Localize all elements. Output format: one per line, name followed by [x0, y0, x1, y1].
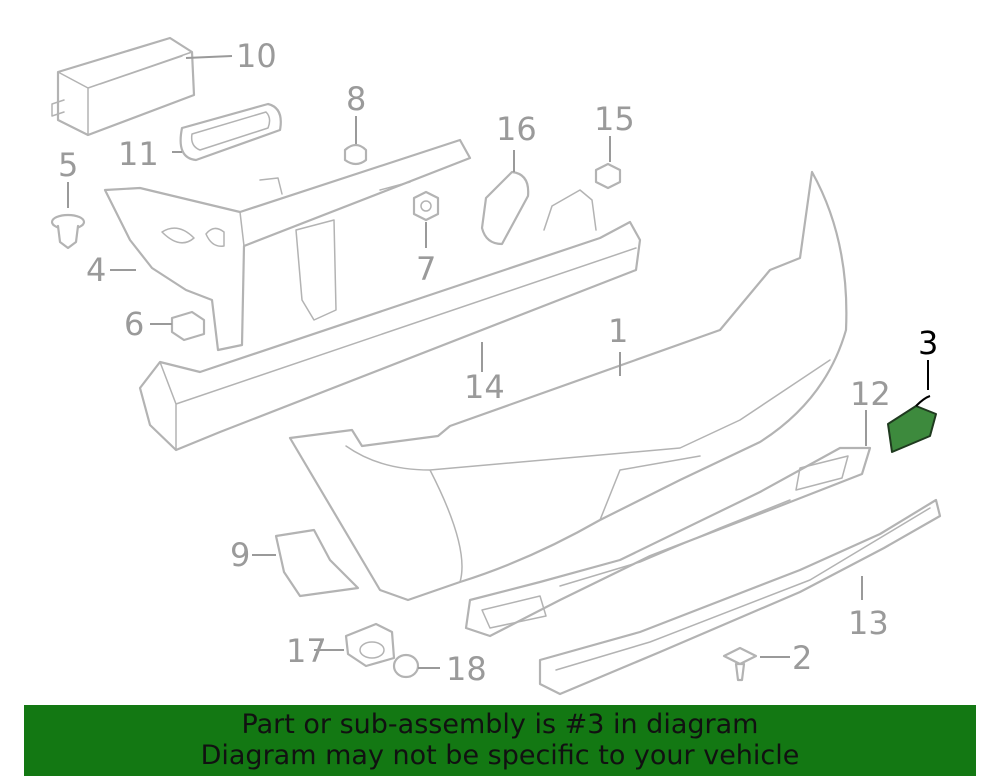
callout-10: 10	[236, 37, 277, 75]
banner-line-1: Part or sub-assembly is #3 in diagram	[241, 709, 759, 740]
callout-3-highlighted: 3	[918, 324, 938, 362]
callout-11: 11	[118, 135, 159, 173]
part-4-carrier	[103, 138, 472, 352]
part-9-reflector	[274, 528, 360, 598]
part-11-grommet	[179, 102, 282, 162]
callout-8: 8	[346, 80, 366, 118]
part-10-module	[51, 36, 196, 137]
callout-15: 15	[594, 100, 635, 138]
banner-line-2: Diagram may not be specific to your vehi…	[200, 740, 800, 771]
callout-12: 12	[850, 375, 891, 413]
callout-6: 6	[124, 305, 144, 343]
callout-14: 14	[464, 368, 505, 406]
part-7-bolt	[412, 190, 440, 222]
part-16-pad	[480, 170, 530, 246]
callout-18: 18	[446, 650, 487, 688]
part-17-sensor	[344, 622, 396, 668]
part-6-clip	[170, 310, 206, 342]
leader-lines	[67, 55, 929, 669]
part-12-diffuser	[464, 446, 872, 638]
callout-16: 16	[496, 110, 537, 148]
callout-17: 17	[286, 632, 327, 670]
info-banner: Part or sub-assembly is #3 in diagram Di…	[24, 705, 976, 776]
part-13-trim	[538, 498, 942, 696]
part-14-bar	[138, 189, 642, 452]
parts-diagram: 10 11 8 5 16 15 7 4 6 14 1 12 13 9 17 18…	[50, 36, 942, 696]
part-2-screw	[722, 646, 758, 682]
part-1-bumper-cover	[288, 170, 848, 602]
part-3-highlighted[interactable]	[887, 395, 937, 453]
callout-2: 2	[792, 639, 812, 677]
part-15-nut	[594, 162, 622, 190]
callout-7: 7	[416, 250, 436, 288]
callout-9: 9	[230, 536, 250, 574]
part-8-nut	[343, 143, 368, 166]
part-5-clip	[50, 213, 86, 250]
callout-5: 5	[58, 146, 78, 184]
callout-4: 4	[86, 251, 106, 289]
part-18-grommet	[392, 653, 420, 679]
callout-1: 1	[608, 312, 628, 350]
callout-13: 13	[848, 604, 889, 642]
